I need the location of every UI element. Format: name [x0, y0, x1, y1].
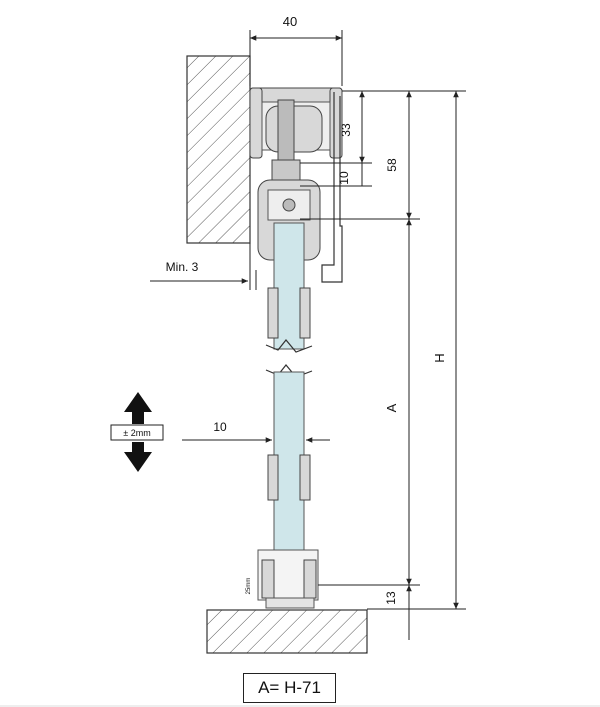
dim-10-vertical: 10 — [337, 163, 363, 186]
glass-gasket-upper-right — [299, 287, 311, 339]
svg-text:58: 58 — [385, 158, 399, 172]
dim-H: H — [432, 91, 459, 609]
svg-text:H: H — [432, 353, 447, 362]
svg-text:13: 13 — [384, 591, 398, 605]
formula-box: A= H-71 — [243, 673, 336, 703]
top-rail-profile — [249, 87, 343, 181]
dim-min-gap: Min. 3 — [150, 243, 257, 290]
floor-section — [206, 609, 368, 654]
svg-text:10: 10 — [213, 420, 227, 434]
dim-width-40: 40 — [249, 14, 343, 86]
svg-text:A: A — [384, 403, 399, 412]
label-25mm: 25mm — [246, 578, 252, 595]
label-40: 40 — [283, 14, 297, 29]
formula-text: A= H-71 — [258, 678, 321, 697]
label-adjust: ± 2mm — [123, 428, 150, 438]
dim-glass-thickness: 10 — [182, 420, 330, 443]
adjust-arrows-icon: ± 2mm — [110, 392, 164, 472]
glass-panel-upper — [273, 222, 305, 350]
svg-text:10: 10 — [337, 171, 351, 185]
glass-gasket-lower-right — [299, 454, 311, 501]
wall-section — [186, 55, 251, 244]
glass-gasket-upper — [267, 287, 279, 339]
dim-A: A — [384, 219, 412, 585]
dim-58: 58 — [385, 91, 412, 219]
glass-gasket-lower — [267, 454, 279, 501]
svg-text:Min. 3: Min. 3 — [166, 260, 199, 274]
dim-33: 33 — [339, 91, 365, 163]
side-bracket — [321, 92, 343, 283]
glass-panel-lower — [273, 371, 305, 583]
floor-guide — [257, 549, 319, 609]
svg-text:33: 33 — [339, 123, 353, 137]
dim-13: 13 — [384, 585, 412, 640]
